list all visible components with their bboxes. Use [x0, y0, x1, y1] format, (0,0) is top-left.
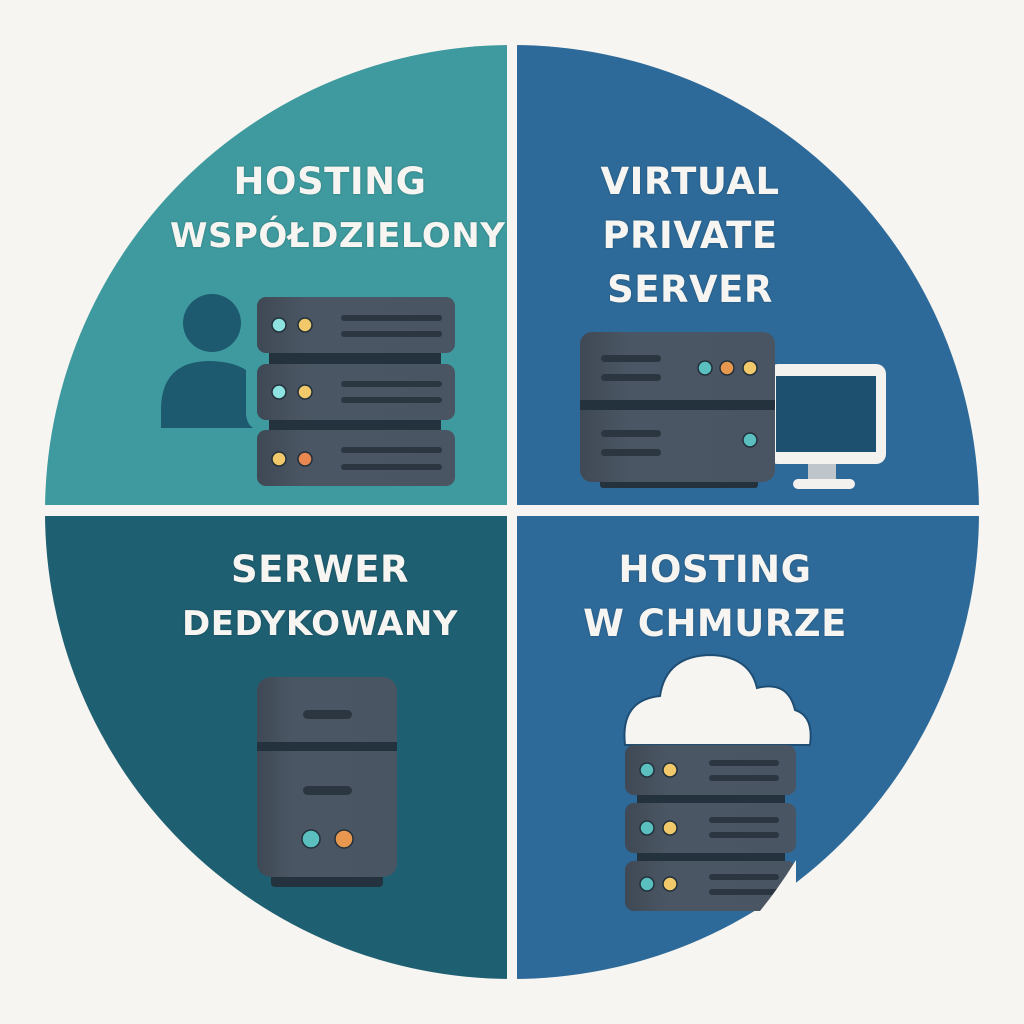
title-line: SERWER [231, 548, 409, 591]
monitor-icon [768, 364, 886, 489]
title-line: HOSTING [233, 160, 427, 203]
server-stack-icon [257, 297, 455, 486]
quadrant-title-vps: VIRTUAL PRIVATE SERVER [560, 155, 820, 317]
server-with-monitor-icon [580, 332, 886, 489]
quadrant-title-dedicated-server: SERWER DEDYKOWANY [160, 543, 480, 651]
user-icon [161, 294, 253, 428]
tower-server-icon [257, 677, 397, 887]
title-line: PRIVATE [602, 214, 778, 257]
quadrant-title-shared-hosting: HOSTING WSPÓŁDZIELONY [170, 155, 506, 263]
quadrant-title-cloud-hosting: HOSTING W CHMURZE [570, 543, 860, 651]
cloud-icon [623, 653, 812, 746]
title-line: VIRTUAL [600, 160, 780, 203]
title-line: W CHMURZE [583, 602, 847, 645]
circle-edge-mask [760, 860, 796, 911]
title-line: DEDYKOWANY [182, 604, 458, 644]
cloud-server-stack-icon [623, 653, 812, 911]
server-icon [580, 332, 775, 488]
title-line: HOSTING [618, 548, 812, 591]
title-line: WSPÓŁDZIELONY [170, 216, 506, 256]
user-with-server-stack-icon [161, 294, 455, 486]
title-line: SERVER [607, 268, 773, 311]
server-stack-icon [625, 745, 796, 911]
